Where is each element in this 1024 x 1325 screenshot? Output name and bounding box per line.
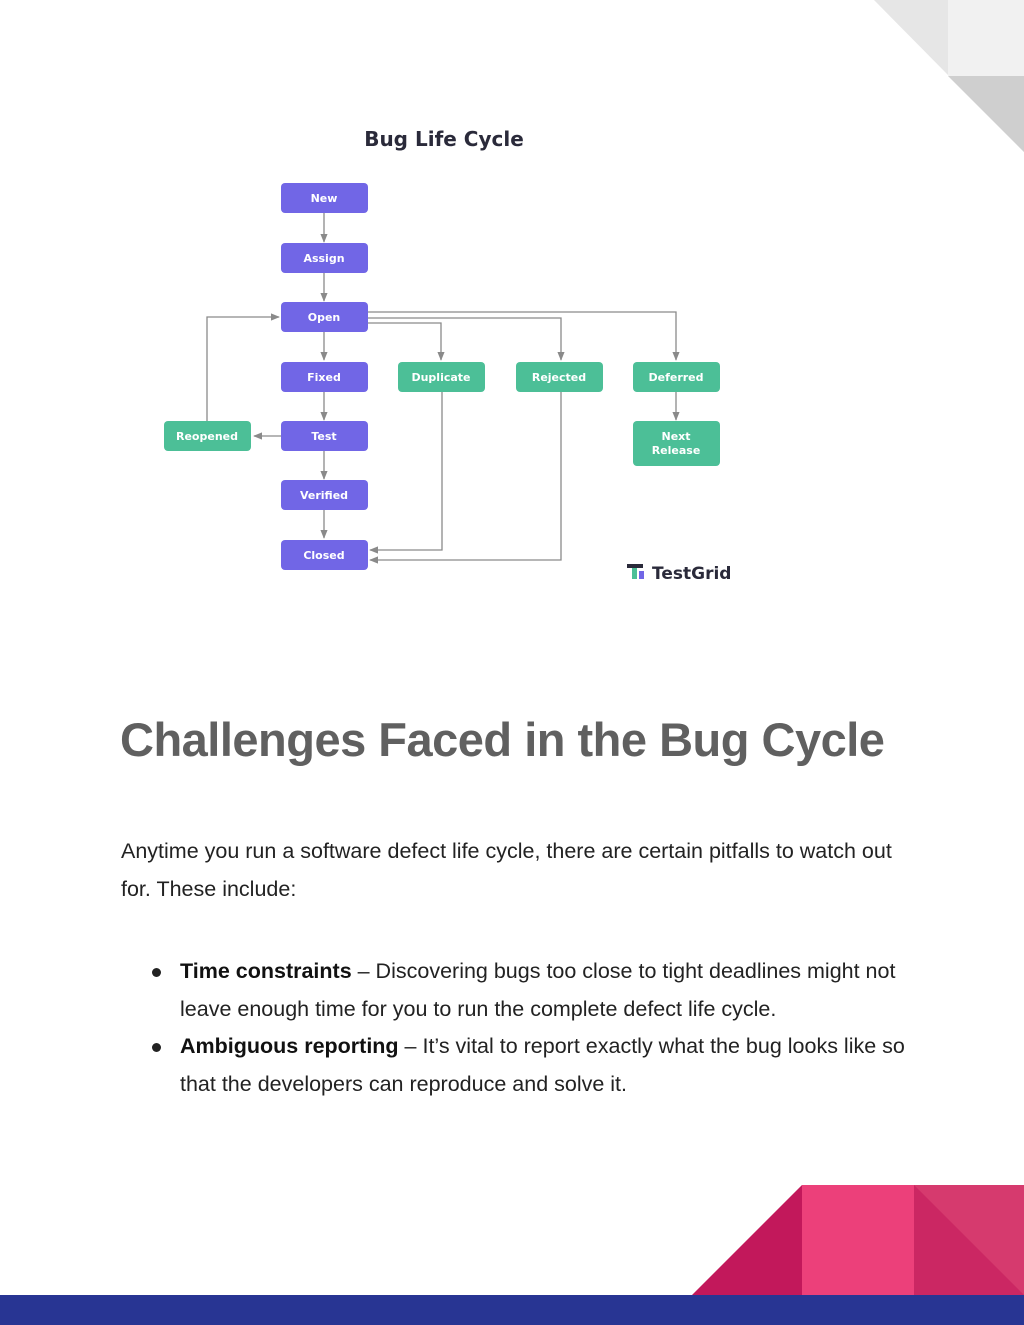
svg-text:Reopened: Reopened: [176, 430, 238, 443]
node-assign: Assign: [281, 243, 368, 273]
svg-text:Verified: Verified: [300, 489, 348, 502]
section-heading: Challenges Faced in the Bug Cycle: [120, 713, 885, 766]
svg-text:Test: Test: [311, 430, 336, 443]
node-next-release: Next Release: [633, 421, 720, 466]
svg-text:Rejected: Rejected: [532, 371, 586, 384]
svg-text:Open: Open: [308, 311, 341, 324]
svg-text:Fixed: Fixed: [307, 371, 341, 384]
bullet-icon: [152, 1043, 161, 1052]
node-fixed: Fixed: [281, 362, 368, 392]
list-item-text: – It’s vital to report exactly what the …: [180, 1034, 905, 1096]
footer-bar: [0, 1295, 1024, 1325]
svg-text:Release: Release: [652, 444, 701, 457]
node-test: Test: [281, 421, 368, 451]
bullet-icon: [152, 968, 161, 977]
node-duplicate: Duplicate: [398, 362, 485, 392]
node-deferred: Deferred: [633, 362, 720, 392]
list-item: Ambiguous reporting – It’s vital to repo…: [152, 1028, 920, 1103]
bottom-right-decoration: [692, 1185, 1024, 1295]
challenges-list: Time constraints – Discovering bugs too …: [152, 953, 920, 1103]
svg-text:Deferred: Deferred: [648, 371, 703, 384]
node-verified: Verified: [281, 480, 368, 510]
brand-name: TestGrid: [652, 564, 731, 584]
svg-text:New: New: [311, 192, 338, 205]
intro-paragraph: Anytime you run a software defect life c…: [121, 839, 892, 901]
node-open: Open: [281, 302, 368, 332]
list-item: Time constraints – Discovering bugs too …: [152, 953, 920, 1028]
bug-life-cycle-diagram: Bug Life Cycle New Assign Open Fixed Tes…: [164, 127, 731, 584]
diagram-connectors: [206, 213, 680, 564]
node-new: New: [281, 183, 368, 213]
diagram-title: Bug Life Cycle: [364, 127, 524, 151]
testgrid-logo-icon: [627, 564, 644, 579]
svg-text:Next: Next: [661, 430, 690, 443]
list-item-term: Time constraints: [180, 959, 352, 983]
node-rejected: Rejected: [516, 362, 603, 392]
node-reopened: Reopened: [164, 421, 251, 451]
list-item-text: – Discovering bugs too close to tight de…: [180, 959, 896, 1021]
svg-text:Duplicate: Duplicate: [411, 371, 470, 384]
svg-text:Assign: Assign: [303, 252, 344, 265]
node-closed: Closed: [281, 540, 368, 570]
svg-text:Closed: Closed: [303, 549, 344, 562]
testgrid-logo: TestGrid: [627, 564, 731, 584]
list-item-term: Ambiguous reporting: [180, 1034, 399, 1058]
top-right-decoration: [874, 0, 1024, 152]
